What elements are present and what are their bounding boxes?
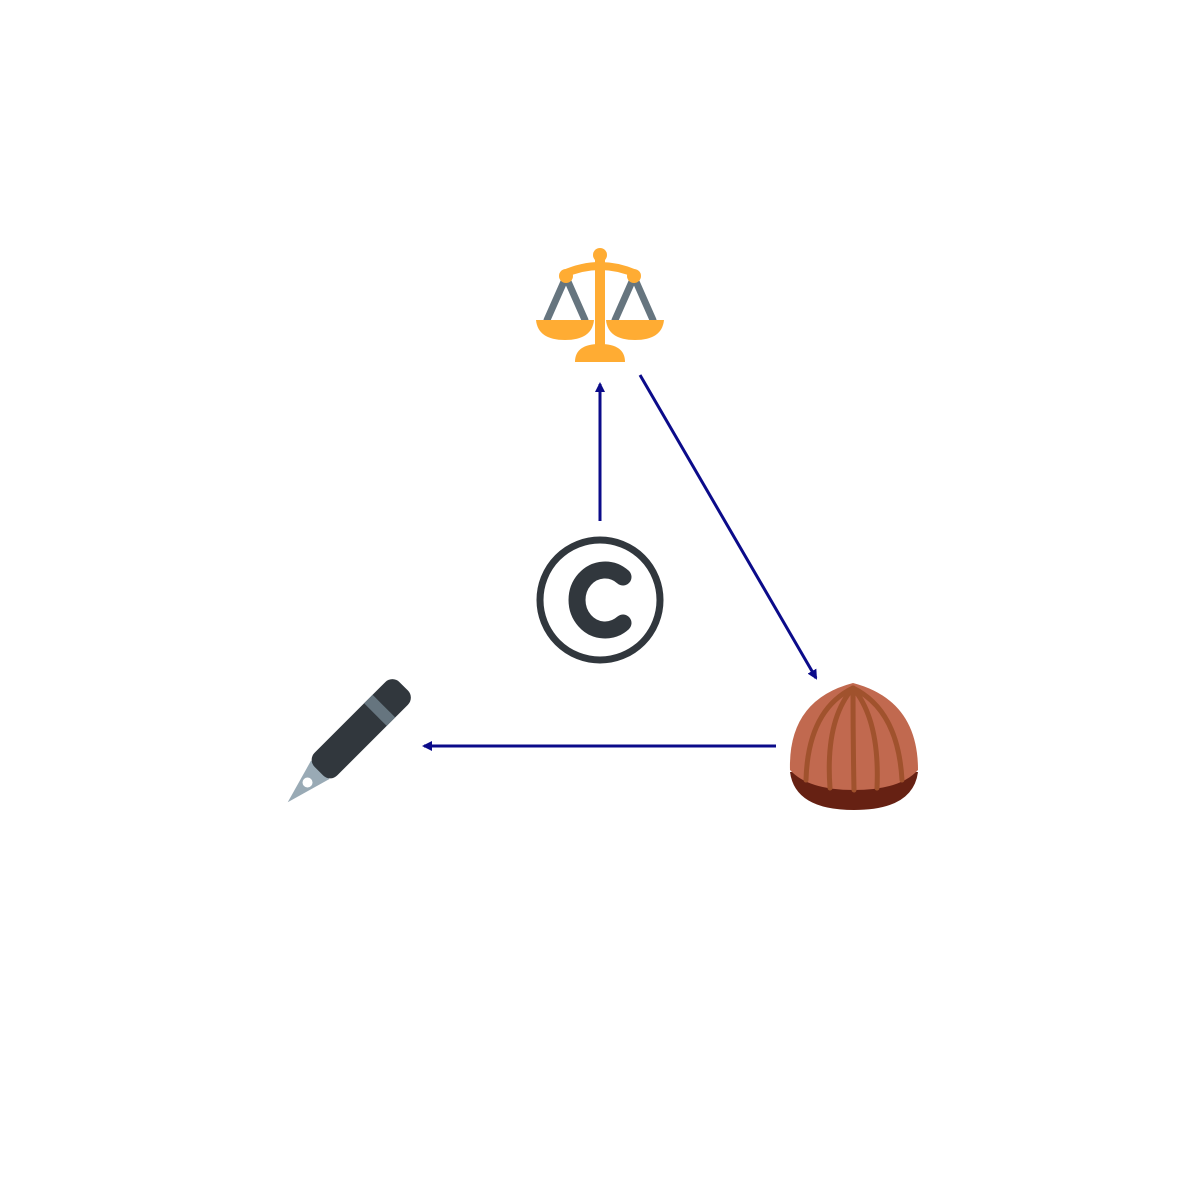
copyright-icon [536,536,664,664]
edge-scales-to-hazelnut [638,374,818,680]
hazelnut-icon [789,683,918,810]
balance-scale-icon [536,248,664,362]
fountain-pen-icon [287,679,411,803]
edges [422,374,818,751]
